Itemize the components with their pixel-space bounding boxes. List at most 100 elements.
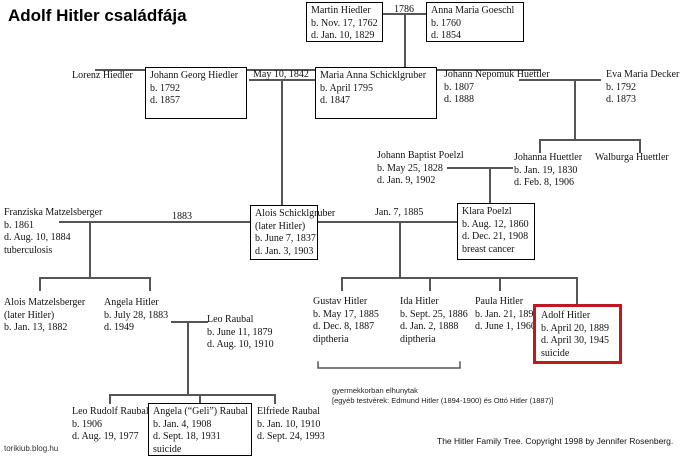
person-detail: (later Hitler) [255,220,306,232]
person-detail: b. May 25, 1828 [377,162,443,174]
person-detail: b. April 20, 1889 [541,322,610,334]
person-name: Maria Anna Schicklgruber [320,70,427,81]
person-name: Johann Georg Hiedler [150,70,239,81]
person-detail: suicide [541,347,570,359]
person-detail: b. May 17, 1885 [313,308,379,320]
person-detail: d. 1888 [444,94,474,105]
person-detail: d. April 30, 1945 [541,335,610,346]
person-name: Franziska Matzelsberger [4,207,103,218]
person-detail: b. Nov. 17, 1762 [311,17,378,29]
person-detail: b. 1807 [444,81,474,93]
person-name: Walburga Huettler [595,152,669,163]
person-detail: d. Dec. 21, 1908 [462,231,529,242]
person-detail: d. Jan. 2, 1888 [400,321,459,332]
person-detail: d. June 1, 1960 [475,321,536,332]
person-detail: b. Sept. 25, 1886 [400,308,468,320]
person-detail: breast cancer [462,243,515,255]
person-detail: b. 1792 [606,81,636,93]
person-detail: d. Jan. 3, 1903 [255,245,314,257]
person-name: Martin Hiedler [311,5,371,16]
person-name: Lorenz Hiedler [72,70,133,81]
person-name: Johanna Huettler [514,152,583,163]
marriage-label-1842: May 10, 1842 [253,69,309,80]
person-name: Eva Maria Decker [606,69,680,80]
person-detail: b. Aug. 12, 1860 [462,218,529,230]
person-name: Johann Baptist Poelzl [377,150,464,161]
person-detail: b. Jan. 19, 1830 [514,164,578,176]
person-detail: b. Jan. 10, 1910 [257,418,321,430]
person-alois-matzelsberger: Alois Matzelsberger(later Hitler)b. Jan.… [4,297,85,335]
person-detail: b. Jan. 4, 1908 [153,418,212,430]
copyright-label: The Hitler Family Tree. Copyright 1998 b… [437,436,674,446]
person-detail: b. July 28, 1883 [104,309,169,321]
person-name: Johann Nepomuk Huettler [444,69,550,80]
person-name: Leo Raubal [207,314,254,325]
person-lorenz-hiedler: Lorenz Hiedler [72,70,133,83]
person-name: Angela (“Geli”) Raubal [153,406,248,417]
person-name: Alois Schicklgruber [255,208,336,219]
person-detail: d. 1847 [320,95,350,106]
source-label: torikiub.blog.hu [4,444,59,453]
person-detail: b. 1861 [4,219,34,231]
person-name: Adolf Hitler [541,310,591,321]
person-detail: d. Dec. 8, 1887 [313,321,375,332]
person-name: Leo Rudolf Raubal [72,406,149,417]
person-detail: d. Sept. 24, 1993 [257,431,325,442]
person-detail: (later Hitler) [4,309,55,321]
person-walburga-huettler: Walburga Huettler [595,152,669,165]
person-detail: suicide [153,443,182,455]
person-detail: b. 1792 [150,82,180,94]
person-detail: diptheria [313,333,349,345]
person-alois-schicklgruber: Alois Schicklgruber(later Hitler)b. June… [250,205,336,260]
page-title: Adolf Hitler családfája [8,6,187,25]
person-detail: b. Jan. 21, 1896 [475,308,539,320]
person-detail: b. June 11, 1879 [207,326,273,338]
person-name: Elfriede Raubal [257,406,321,417]
marriage-label-1885: Jan. 7, 1885 [375,207,424,218]
person-detail: b. Jan. 13, 1882 [4,322,68,333]
person-detail: d. Jan. 10, 1829 [311,30,375,41]
person-detail: d. Aug. 10, 1910 [207,339,274,350]
marriage-label-1786: 1786 [394,4,414,15]
person-name: Angela Hitler [104,297,159,308]
person-name: Klara Poelzl [462,206,512,217]
person-detail: tuberculosis [4,244,53,256]
person-detail: d. Aug. 19, 1977 [72,431,139,442]
person-detail: d. 1854 [431,30,461,41]
person-detail: diptheria [400,333,436,345]
person-name: Gustav Hitler [313,296,368,307]
person-name: Paula Hitler [475,296,524,307]
person-detail: d. Sept. 18, 1931 [153,431,221,442]
person-detail: b. 1760 [431,17,461,29]
died-young-bracket [317,361,461,369]
person-name: Alois Matzelsberger [4,297,86,308]
person-name: Anna Maria Goeschl [431,5,515,16]
person-name: Ida Hitler [400,296,439,307]
person-detail: d. Feb. 8, 1906 [514,177,574,188]
other-siblings-note: [egyéb testvérek: Edmund Hitler (1894-19… [332,396,554,405]
person-detail: d. 1949 [104,322,134,333]
person-detail: b. April 1795 [320,82,374,94]
person-detail: d. 1857 [150,95,180,106]
person-detail: d. Aug. 10, 1884 [4,232,71,243]
marriage-label-1883: 1883 [172,211,192,222]
